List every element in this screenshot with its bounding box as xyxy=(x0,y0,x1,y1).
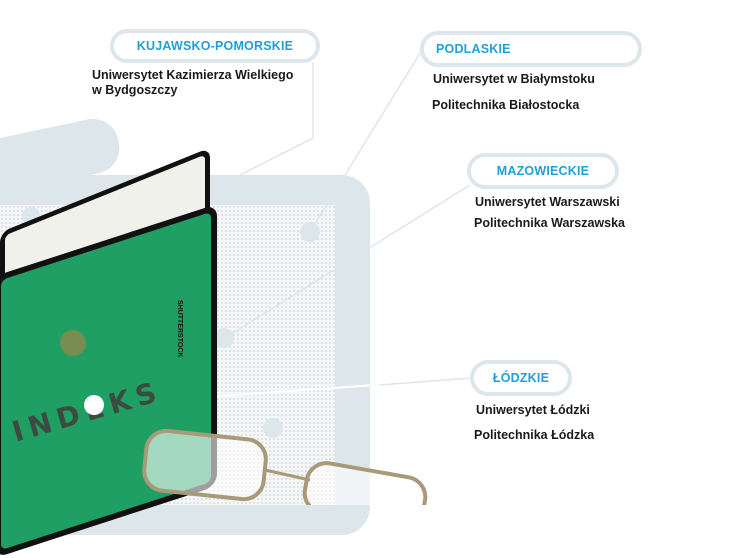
book-illustration: INDEKS xyxy=(0,147,217,558)
book-emblem xyxy=(60,330,86,356)
book-pointer-dot xyxy=(84,395,104,415)
university-item: w Bydgoszczy xyxy=(92,83,178,97)
region-badge-podlaskie: PODLASKIE xyxy=(420,31,642,67)
university-item: Politechnika Warszawska xyxy=(474,216,625,230)
connector-dot xyxy=(214,328,234,348)
glasses-illustration xyxy=(142,428,428,505)
region-name: MAZOWIECKIE xyxy=(496,164,590,178)
connector-dot xyxy=(263,418,283,438)
connector-dot xyxy=(300,222,320,242)
university-item: Uniwersytet w Białymstoku xyxy=(433,72,595,86)
university-item: Uniwersytet Warszawski xyxy=(475,195,620,209)
university-item: Uniwersytet Kazimierza Wielkiego xyxy=(92,68,294,82)
region-badge-kujawsko-pomorskie: KUJAWSKO-POMORSKIE xyxy=(110,29,320,63)
region-name: PODLASKIE xyxy=(436,42,511,56)
university-item: Politechnika Białostocka xyxy=(432,98,580,112)
credit-label: SHUTTERSTOCK xyxy=(176,300,183,358)
region-name: KUJAWSKO-POMORSKIE xyxy=(136,39,294,53)
university-item: Politechnika Łódzka xyxy=(474,428,595,442)
region-badge-lodzkie: ŁÓDZKIE xyxy=(470,360,572,396)
region-badge-mazowieckie: MAZOWIECKIE xyxy=(467,153,619,189)
region-name: ŁÓDZKIE xyxy=(492,371,550,385)
university-item: Uniwersytet Łódzki xyxy=(476,403,590,417)
